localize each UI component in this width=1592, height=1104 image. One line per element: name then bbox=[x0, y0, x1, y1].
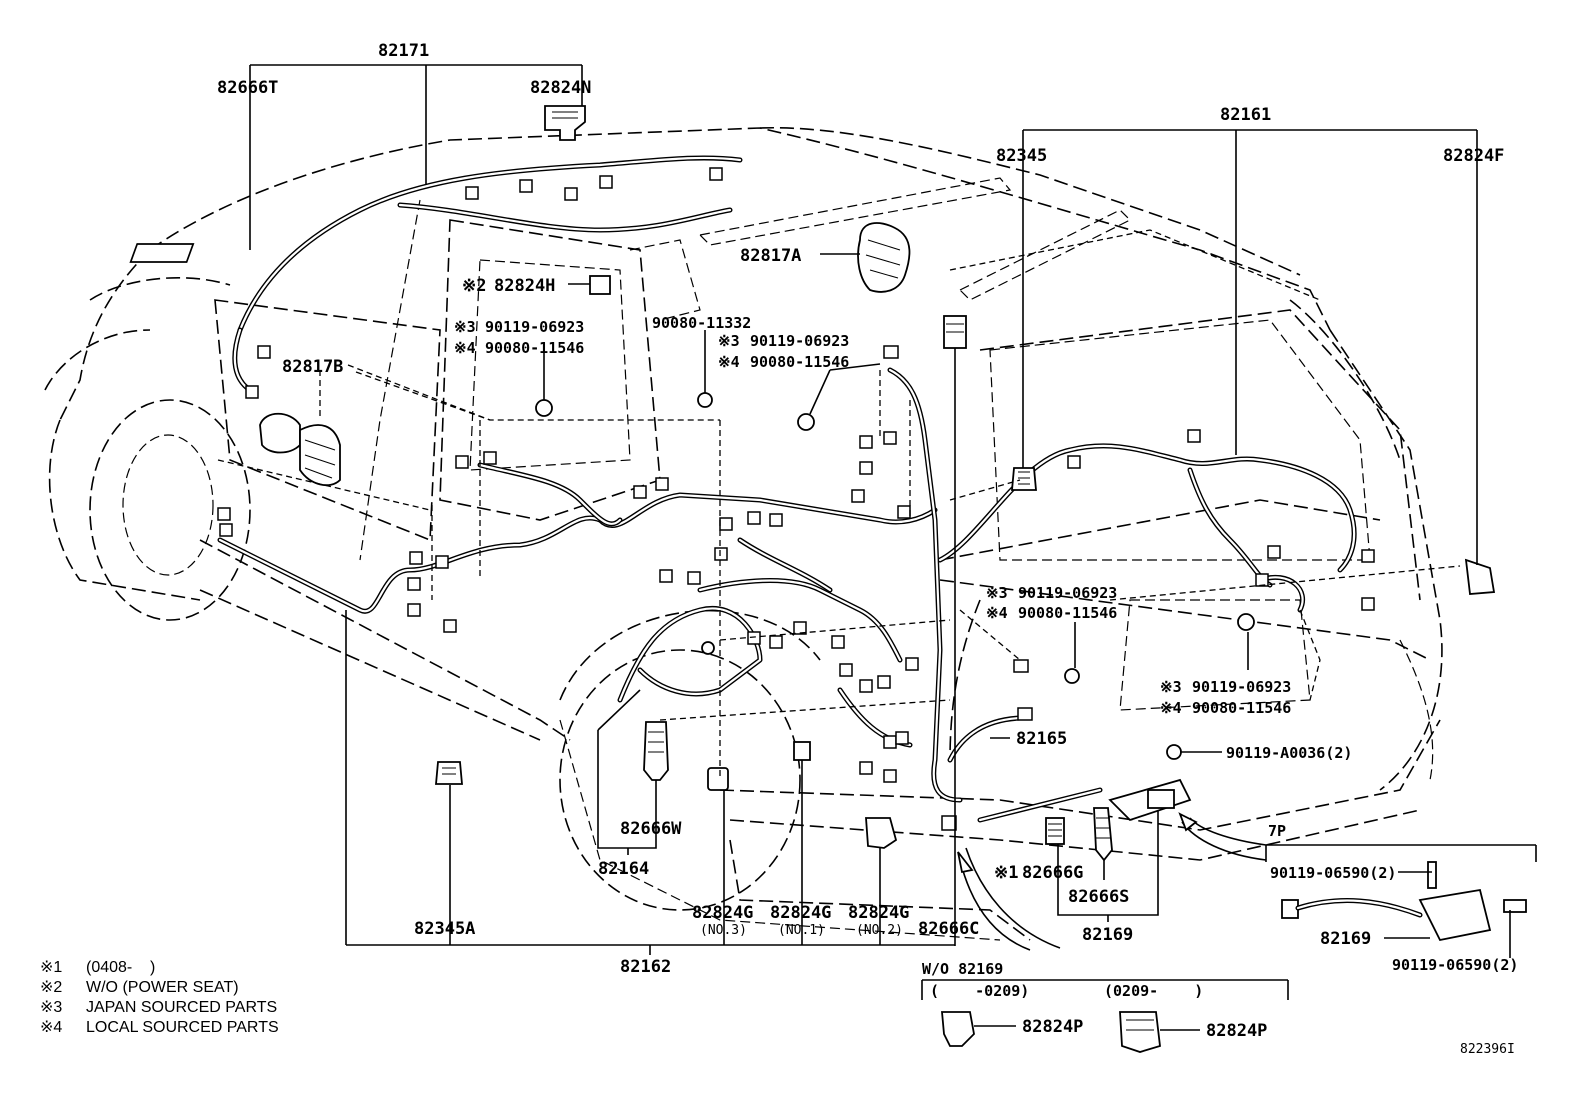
note-3-mark: ※3 bbox=[40, 999, 62, 1016]
label-82666W: 82666W bbox=[620, 819, 682, 839]
harness-82162-floor bbox=[217, 462, 938, 748]
note-1-text: (0408- ) bbox=[86, 959, 155, 976]
leader-lines bbox=[217, 64, 1537, 1031]
note-2-mark: ※2 bbox=[40, 979, 62, 996]
note-4-text: LOCAL SOURCED PARTS bbox=[86, 1019, 279, 1036]
label-82165: 82165 bbox=[1016, 729, 1067, 749]
label-82824G-no3: 82824G bbox=[692, 903, 753, 923]
label-82169: 82169 bbox=[1082, 925, 1133, 945]
label-b5-pn1: 90119-06923 bbox=[1192, 678, 1291, 696]
label-82824F: 82824F bbox=[1443, 146, 1504, 166]
vehicle-outline bbox=[44, 126, 1443, 941]
label-82824N: 82824N bbox=[530, 78, 591, 98]
component-82824N bbox=[544, 105, 586, 141]
label-82345A: 82345A bbox=[414, 919, 475, 939]
label-90119-A0036: 90119-A0036(2) bbox=[1226, 744, 1352, 762]
component-82345A bbox=[435, 761, 463, 785]
arrows bbox=[957, 812, 1267, 951]
label-82824G-no3-sub: (NO.3) bbox=[700, 923, 747, 938]
note-2-text: W/O (POWER SEAT) bbox=[86, 979, 239, 996]
label-b1-pn1: 90119-06923 bbox=[485, 318, 584, 336]
label-b3-mark2: ※4 bbox=[718, 353, 740, 371]
label-90119-06590-a: 90119-06590(2) bbox=[1270, 864, 1396, 882]
label-82824H: 82824H bbox=[494, 276, 555, 296]
connectors bbox=[217, 167, 1375, 831]
label-b1-mark1: ※3 bbox=[454, 318, 476, 336]
component-82824F bbox=[1464, 558, 1496, 595]
component-82169-detail bbox=[1281, 861, 1527, 942]
label-b2-pn: 90080-11332 bbox=[652, 314, 751, 332]
component-82169 bbox=[1108, 778, 1192, 822]
label-82161: 82161 bbox=[1220, 105, 1271, 125]
labels: 82171 82666T 82824N 82161 82345 82824F 8… bbox=[217, 41, 1518, 1057]
label-82824H-mark: ※2 bbox=[462, 276, 486, 296]
label-90119-06590-b: 90119-06590(2) bbox=[1392, 956, 1518, 974]
component-82824P-b bbox=[1119, 1011, 1161, 1053]
label-82817A: 82817A bbox=[740, 246, 801, 266]
label-82162: 82162 bbox=[620, 957, 671, 977]
component-82666S bbox=[1093, 807, 1113, 862]
label-82666T: 82666T bbox=[217, 78, 278, 98]
label-82817B: 82817B bbox=[282, 357, 343, 377]
label-82666S: 82666S bbox=[1068, 887, 1129, 907]
label-b3-mark1: ※3 bbox=[718, 332, 740, 350]
component-82824G-no1 bbox=[793, 741, 811, 761]
label-82824G-no1-sub: (NO.1) bbox=[778, 923, 825, 938]
label-b5-pn2: 90080-11546 bbox=[1192, 699, 1291, 717]
label-b3-pn2: 90080-11546 bbox=[750, 353, 849, 371]
harness-82171-roof bbox=[232, 155, 743, 393]
label-b5-mark1: ※3 bbox=[1160, 678, 1182, 696]
component-82666G bbox=[1045, 817, 1065, 845]
component-82824H bbox=[589, 275, 611, 295]
component-82817A bbox=[857, 222, 911, 293]
label-wo-82169: W/O 82169 bbox=[922, 960, 1003, 978]
label-b1-pn2: 90080-11546 bbox=[485, 339, 584, 357]
label-range-right: (0209- ) bbox=[1104, 982, 1203, 1000]
label-82345: 82345 bbox=[996, 146, 1047, 166]
label-82164: 82164 bbox=[598, 859, 649, 879]
component-82666W bbox=[643, 721, 669, 781]
label-82666G-mark: ※1 bbox=[994, 863, 1018, 883]
label-82666G: 82666G bbox=[1022, 863, 1083, 883]
label-b3-pn1: 90119-06923 bbox=[750, 332, 849, 350]
component-82824G-no2 bbox=[865, 817, 898, 849]
label-b4-mark1: ※3 bbox=[986, 584, 1008, 602]
bolts bbox=[535, 392, 1255, 760]
note-1-mark: ※1 bbox=[40, 959, 62, 976]
component-82345-top bbox=[943, 315, 967, 349]
label-b1-mark2: ※4 bbox=[454, 339, 476, 357]
label-7P: 7P bbox=[1268, 822, 1286, 840]
label-b4-pn2: 90080-11546 bbox=[1018, 604, 1117, 622]
note-3-text: JAPAN SOURCED PARTS bbox=[86, 999, 277, 1016]
component-82817B bbox=[259, 412, 341, 487]
component-82824P-a bbox=[941, 1011, 975, 1047]
label-b4-mark2: ※4 bbox=[986, 604, 1008, 622]
component-82824G-no3 bbox=[707, 767, 729, 791]
label-82169-detail: 82169 bbox=[1320, 929, 1371, 949]
label-b5-mark2: ※4 bbox=[1160, 699, 1182, 717]
harness-vertical-pillar bbox=[887, 367, 1103, 823]
label-82824P-a: 82824P bbox=[1022, 1017, 1083, 1037]
label-82666C: 82666C bbox=[918, 919, 979, 939]
notes-legend: ※1 (0408- ) ※2 W/O (POWER SEAT) ※3 JAPAN… bbox=[40, 959, 279, 1036]
label-82824G-no2: 82824G bbox=[848, 903, 909, 923]
label-range-left: ( -0209) bbox=[930, 982, 1029, 1000]
label-82824G-no1: 82824G bbox=[770, 903, 831, 923]
label-82824P-b: 82824P bbox=[1206, 1021, 1267, 1041]
label-82824G-no2-sub: (NO.2) bbox=[856, 923, 903, 938]
label-b4-pn1: 90119-06923 bbox=[1018, 584, 1117, 602]
diagram-code: 822396I bbox=[1460, 1042, 1515, 1057]
label-82171: 82171 bbox=[378, 41, 429, 61]
component-82666T bbox=[129, 243, 195, 263]
note-4-mark: ※4 bbox=[40, 1019, 62, 1036]
component-82345 bbox=[1011, 467, 1037, 491]
